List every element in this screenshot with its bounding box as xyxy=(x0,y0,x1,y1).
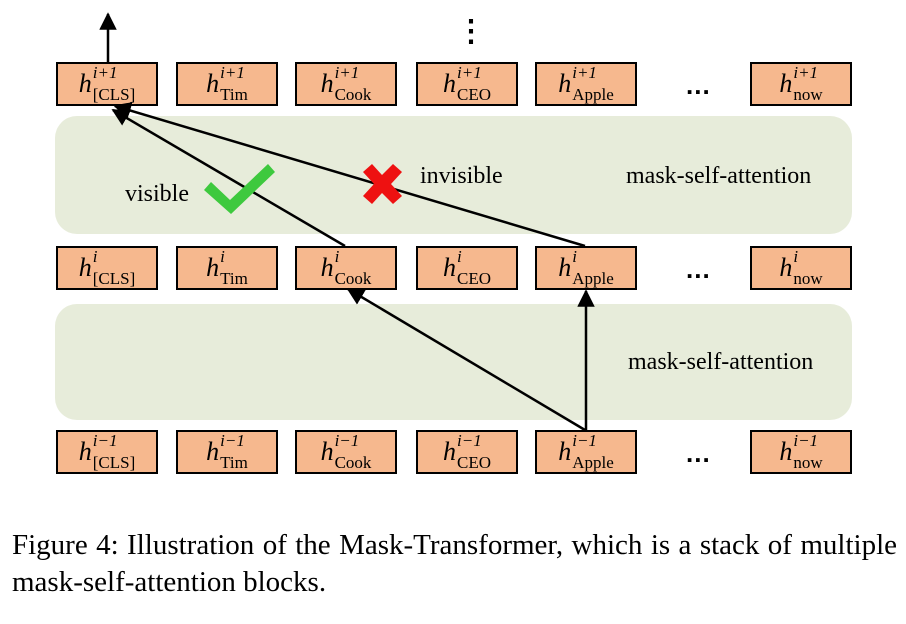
token-layer-index: i xyxy=(92,247,98,266)
token-layer-index: i−1 xyxy=(334,431,360,450)
arrow-apple-to-cook xyxy=(346,287,586,432)
token-symbol: h xyxy=(779,69,793,98)
token-symbol: h xyxy=(78,253,92,282)
token-word: now xyxy=(793,453,823,472)
token-word: Tim xyxy=(220,269,248,288)
token-layer-index: i xyxy=(334,247,340,266)
token-symbol: h xyxy=(443,253,456,282)
token-layer-index: i−1 xyxy=(457,431,482,450)
token-symbol: h xyxy=(206,69,220,98)
attention-band-upper xyxy=(55,116,852,234)
token-layer-index: i xyxy=(793,247,799,266)
token-layer-index: i+1 xyxy=(334,63,360,82)
token-word: Cook xyxy=(334,453,372,472)
token-symbol: h xyxy=(779,437,793,466)
token-layer-index: i+1 xyxy=(92,63,118,82)
token-symbol: h xyxy=(443,437,456,466)
token-word: Cook xyxy=(334,85,372,104)
token-word: [CLS] xyxy=(92,453,136,472)
token-layer-index: i xyxy=(220,247,225,266)
token-symbol: h xyxy=(320,437,334,466)
token-symbol: h xyxy=(443,69,456,98)
cross-icon xyxy=(363,164,402,204)
token-symbol: h xyxy=(320,69,334,98)
token-layer-index: i−1 xyxy=(92,431,118,450)
token-symbol: h xyxy=(558,253,572,282)
token-layer-index: i−1 xyxy=(793,431,819,450)
token-symbol: h xyxy=(78,69,92,98)
token-layer-index: i−1 xyxy=(220,431,245,450)
token-symbol: h xyxy=(320,253,334,282)
token-layer-index: i−1 xyxy=(572,431,597,450)
band-label-upper: mask-self-attention xyxy=(626,163,812,189)
token-layer-index: i+1 xyxy=(572,63,597,82)
check-icon xyxy=(204,164,275,214)
token-symbol: h xyxy=(558,69,572,98)
invisible-label: invisible xyxy=(420,163,503,189)
token-word: Apple xyxy=(572,85,614,104)
arrow-apple-to-cls xyxy=(113,102,586,248)
row-ellipsis-middle: ... xyxy=(686,254,711,284)
token-symbol: h xyxy=(558,437,572,466)
arrow-cook-to-cls xyxy=(111,108,346,248)
token-word: [CLS] xyxy=(92,269,136,288)
row-ellipsis-top: ... xyxy=(686,70,711,100)
token-layer-index: i+1 xyxy=(457,63,482,82)
token-word: CEO xyxy=(457,453,491,472)
token-word: now xyxy=(793,269,823,288)
token-word: Apple xyxy=(572,453,614,472)
token-word: Tim xyxy=(220,85,248,104)
token-layer-index: i+1 xyxy=(220,63,245,82)
token-symbol: h xyxy=(206,253,220,282)
token-word: CEO xyxy=(457,269,491,288)
band-label-lower: mask-self-attention xyxy=(628,349,814,375)
token-word: Tim xyxy=(220,453,248,472)
token-word: CEO xyxy=(457,85,491,104)
token-symbol: h xyxy=(779,253,793,282)
token-layer-index: i xyxy=(457,247,462,266)
token-layer-index: i+1 xyxy=(793,63,819,82)
vertical-ellipsis: ⋮ xyxy=(456,15,486,48)
token-word: [CLS] xyxy=(92,85,136,104)
token-word: Cook xyxy=(334,269,372,288)
token-word: Apple xyxy=(572,269,614,288)
row-ellipsis-bottom: ... xyxy=(686,438,711,468)
token-layer-index: i xyxy=(572,247,577,266)
arrows-layer xyxy=(99,12,595,432)
attention-band-lower xyxy=(55,304,852,420)
token-symbol: h xyxy=(206,437,220,466)
figure-caption: Figure 4: Illustration of the Mask-Trans… xyxy=(12,529,897,598)
visible-label: visible xyxy=(125,181,189,207)
diagram: mask-self-attention mask-self-attention … xyxy=(55,12,852,474)
token-symbol: h xyxy=(78,437,92,466)
token-word: now xyxy=(793,85,823,104)
